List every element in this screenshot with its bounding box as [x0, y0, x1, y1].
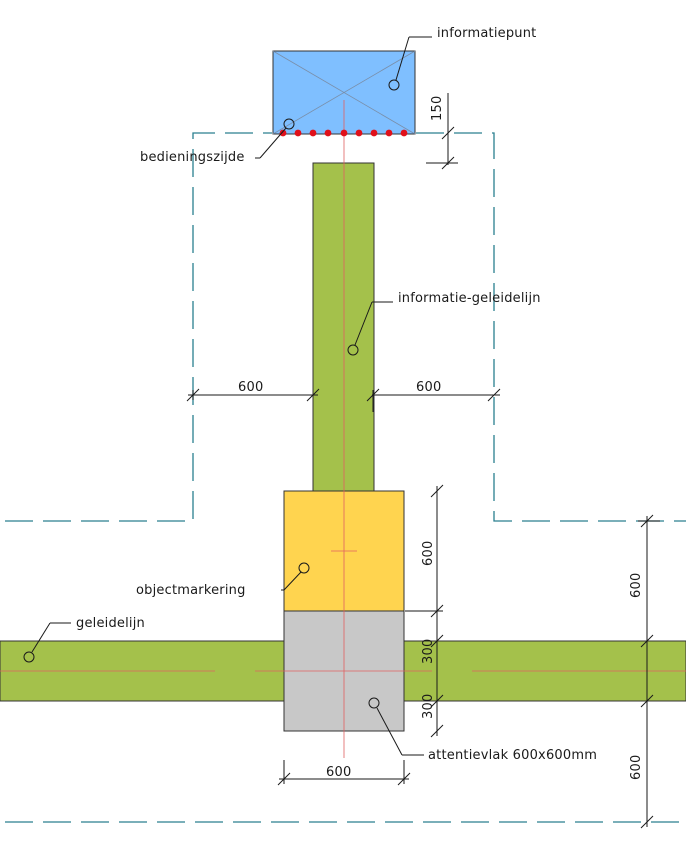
dimension-lines [186, 93, 660, 829]
leader-bedieningszijde [255, 118, 295, 159]
label-informatie-geleidelijn: informatie-geleidelijn [398, 291, 541, 306]
dim-600-yellow: 600 [421, 541, 436, 566]
label-attentievlak: attentievlak 600x600mm [428, 748, 597, 763]
dim-600-right: 600 [416, 380, 441, 395]
clearance-boundary [5, 132, 686, 823]
dim-300-top: 300 [421, 639, 436, 664]
leader-geleidelijn [23, 622, 71, 663]
leader-attentievlak [368, 697, 424, 756]
dim-150: 150 [430, 96, 445, 121]
label-bedieningszijde: bedieningszijde [140, 150, 245, 165]
centre-axes [0, 100, 686, 758]
leader-objectmarkering [281, 562, 310, 591]
dim-600-far-right-top: 600 [629, 573, 644, 598]
bedieningszijde-dots [279, 129, 408, 137]
dim-600-left: 600 [238, 380, 263, 395]
informatie-geleidelijn-band [312, 162, 375, 494]
label-informatiepunt: informatiepunt [437, 26, 536, 41]
leader-informatiepunt [388, 36, 432, 91]
leader-informatie-geleidelijn [347, 301, 393, 356]
dim-600-bottom: 600 [326, 765, 351, 780]
dim-600-far-right-bottom: 600 [629, 755, 644, 780]
dim-300-bottom: 300 [421, 694, 436, 719]
label-geleidelijn: geleidelijn [76, 616, 145, 631]
label-objectmarkering: objectmarkering [136, 583, 246, 598]
